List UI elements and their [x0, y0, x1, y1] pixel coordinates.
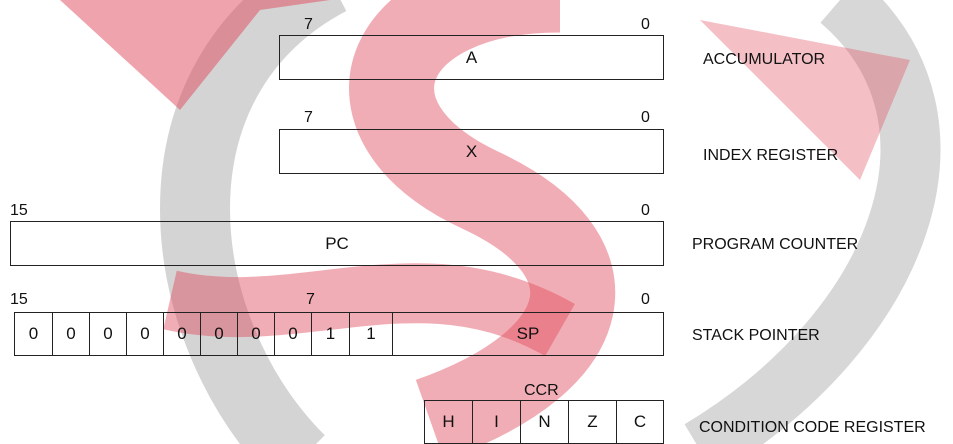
index-bit-low: 0: [641, 110, 650, 126]
ccr-flag-i: I: [473, 401, 521, 443]
sp-bit-cell: 0: [164, 313, 201, 355]
pc-bit-low: 0: [641, 203, 650, 219]
sp-bit-cell: 0: [127, 313, 164, 355]
ccr-flag-h: H: [425, 401, 473, 443]
accumulator-register: A: [279, 35, 664, 80]
sp-name: SP: [393, 313, 663, 355]
sp-bit-cell: 0: [90, 313, 127, 355]
index-register: X: [279, 129, 664, 174]
sp-bit-cell: 0: [275, 313, 312, 355]
index-caption: INDEX REGISTER: [703, 146, 838, 166]
pc-bit-high: 15: [10, 203, 28, 219]
acc-bit-high: 7: [304, 17, 313, 33]
sp-bit-cell: 0: [201, 313, 238, 355]
stack-pointer-register: 0 0 0 0 0 0 0 0 1 1 SP: [14, 312, 664, 356]
pc-name: PC: [325, 234, 349, 254]
sp-bit-cell: 0: [238, 313, 275, 355]
sp-bit-high: 15: [10, 292, 28, 308]
ccr-caption: CONDITION CODE REGISTER: [699, 418, 926, 438]
index-name: X: [466, 142, 477, 162]
sp-bit-cell: 1: [312, 313, 350, 355]
ccr-flag-z: Z: [569, 401, 617, 443]
sp-bit-mid: 7: [306, 292, 315, 308]
sp-caption: STACK POINTER: [692, 326, 820, 346]
sp-bit-cell: 0: [15, 313, 53, 355]
sp-bit-cell: 1: [350, 313, 393, 355]
index-bit-high: 7: [304, 110, 313, 126]
condition-code-register: H I N Z C: [424, 400, 664, 444]
ccr-title: CCR: [524, 383, 559, 399]
pc-caption: PROGRAM COUNTER: [692, 235, 858, 255]
accumulator-caption: ACCUMULATOR: [703, 50, 825, 70]
sp-bit-cell: 0: [53, 313, 90, 355]
ccr-flag-c: C: [617, 401, 663, 443]
acc-bit-low: 0: [641, 17, 650, 33]
program-counter-register: PC: [10, 221, 664, 266]
sp-bit-low: 0: [641, 292, 650, 308]
accumulator-name: A: [466, 48, 477, 68]
ccr-flag-n: N: [521, 401, 569, 443]
